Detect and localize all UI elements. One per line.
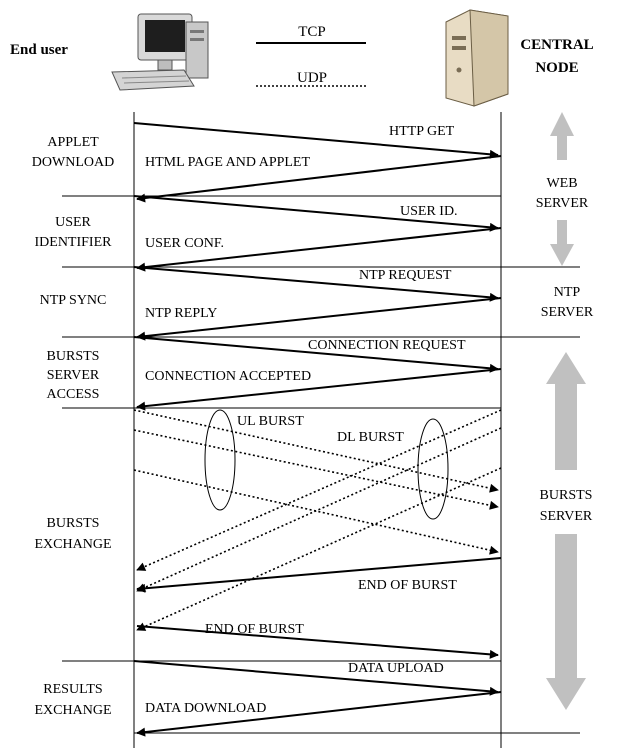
dl-burst-group-ellipse: [418, 419, 448, 519]
web-server-label-line2: SERVER: [536, 196, 589, 211]
msg-connection-request: CONNECTION REQUEST: [308, 338, 466, 353]
ntp-server-label-line2: SERVER: [541, 305, 594, 320]
msg-end-of-burst-1: END OF BURST: [358, 578, 457, 593]
phase-separators: [62, 196, 580, 733]
central-node-label-line2: NODE: [535, 60, 578, 76]
msg-html-page: HTML PAGE AND APPLET: [145, 155, 310, 170]
phase-user-line1: USER: [55, 215, 91, 230]
phase-bursts-exchange-line1: BURSTS: [47, 516, 100, 531]
phase-bursts-exchange-line2: EXCHANGE: [35, 537, 112, 552]
end-user-label: End user: [10, 42, 68, 58]
phase-ntp-sync: NTP SYNC: [40, 293, 107, 308]
bursts-server-range-arrow: [546, 352, 586, 710]
phase-bursts-access-line1: BURSTS: [47, 349, 100, 364]
msg-connection-accepted: CONNECTION ACCEPTED: [145, 369, 311, 384]
msg-http-get: HTTP GET: [389, 124, 455, 139]
msg-dl-burst: DL BURST: [337, 430, 404, 445]
msg-data-download: DATA DOWNLOAD: [145, 701, 266, 716]
phase-results-line2: EXCHANGE: [35, 703, 112, 718]
ul-burst-group-ellipse: [205, 410, 235, 510]
server-tower-icon: [446, 10, 508, 106]
msg-user-id: USER ID.: [400, 204, 458, 219]
msg-ntp-request: NTP REQUEST: [359, 268, 452, 283]
phase-results-line1: RESULTS: [43, 682, 102, 697]
arrow-end-of-burst-2: [137, 626, 498, 655]
phase-applet-line1: APPLET: [47, 135, 99, 150]
bursts-server-label-line1: BURSTS: [540, 488, 593, 503]
phase-user-line2: IDENTIFIER: [35, 235, 113, 250]
bursts-server-label-line2: SERVER: [540, 509, 593, 524]
phase-applet-line2: DOWNLOAD: [32, 155, 114, 170]
msg-data-upload: DATA UPLOAD: [348, 661, 444, 676]
web-server-label-line1: WEB: [546, 176, 577, 191]
msg-end-of-burst-2: END OF BURST: [205, 622, 304, 637]
legend-udp-label: UDP: [297, 70, 327, 86]
msg-ntp-reply: NTP REPLY: [145, 306, 217, 321]
central-node-label-line1: CENTRAL: [520, 37, 593, 53]
legend-tcp-label: TCP: [298, 24, 326, 40]
msg-ul-burst: UL BURST: [237, 414, 304, 429]
phase-bursts-access-line2: SERVER: [47, 368, 100, 383]
ul-burst-arrow-2: [134, 430, 498, 507]
desktop-computer-icon: [112, 14, 208, 90]
msg-user-conf: USER CONF.: [145, 236, 224, 251]
ul-burst-arrow-1: [134, 410, 498, 490]
ntp-server-label-line1: NTP: [554, 285, 581, 300]
phase-bursts-access-line3: ACCESS: [47, 387, 100, 402]
dl-burst-arrow-2: [137, 428, 501, 591]
